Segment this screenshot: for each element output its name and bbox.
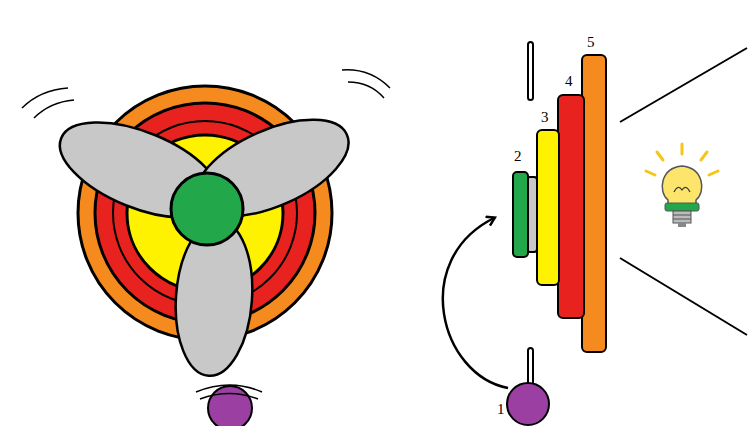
fan-motion [22, 70, 390, 118]
light-cone [620, 48, 747, 335]
callout-number: 3 [541, 110, 549, 125]
ball-motion [196, 385, 262, 399]
callout-number: 2 [514, 149, 522, 164]
light-bulb [646, 144, 718, 227]
motion-arrow [443, 218, 508, 388]
callout-number: 5 [587, 35, 595, 50]
fan-hub [171, 173, 243, 245]
callout-number: 1 [497, 402, 505, 417]
side-view [507, 42, 606, 425]
fan-blades [47, 100, 362, 379]
callout-number: 4 [565, 74, 573, 89]
ball-front [208, 386, 252, 426]
